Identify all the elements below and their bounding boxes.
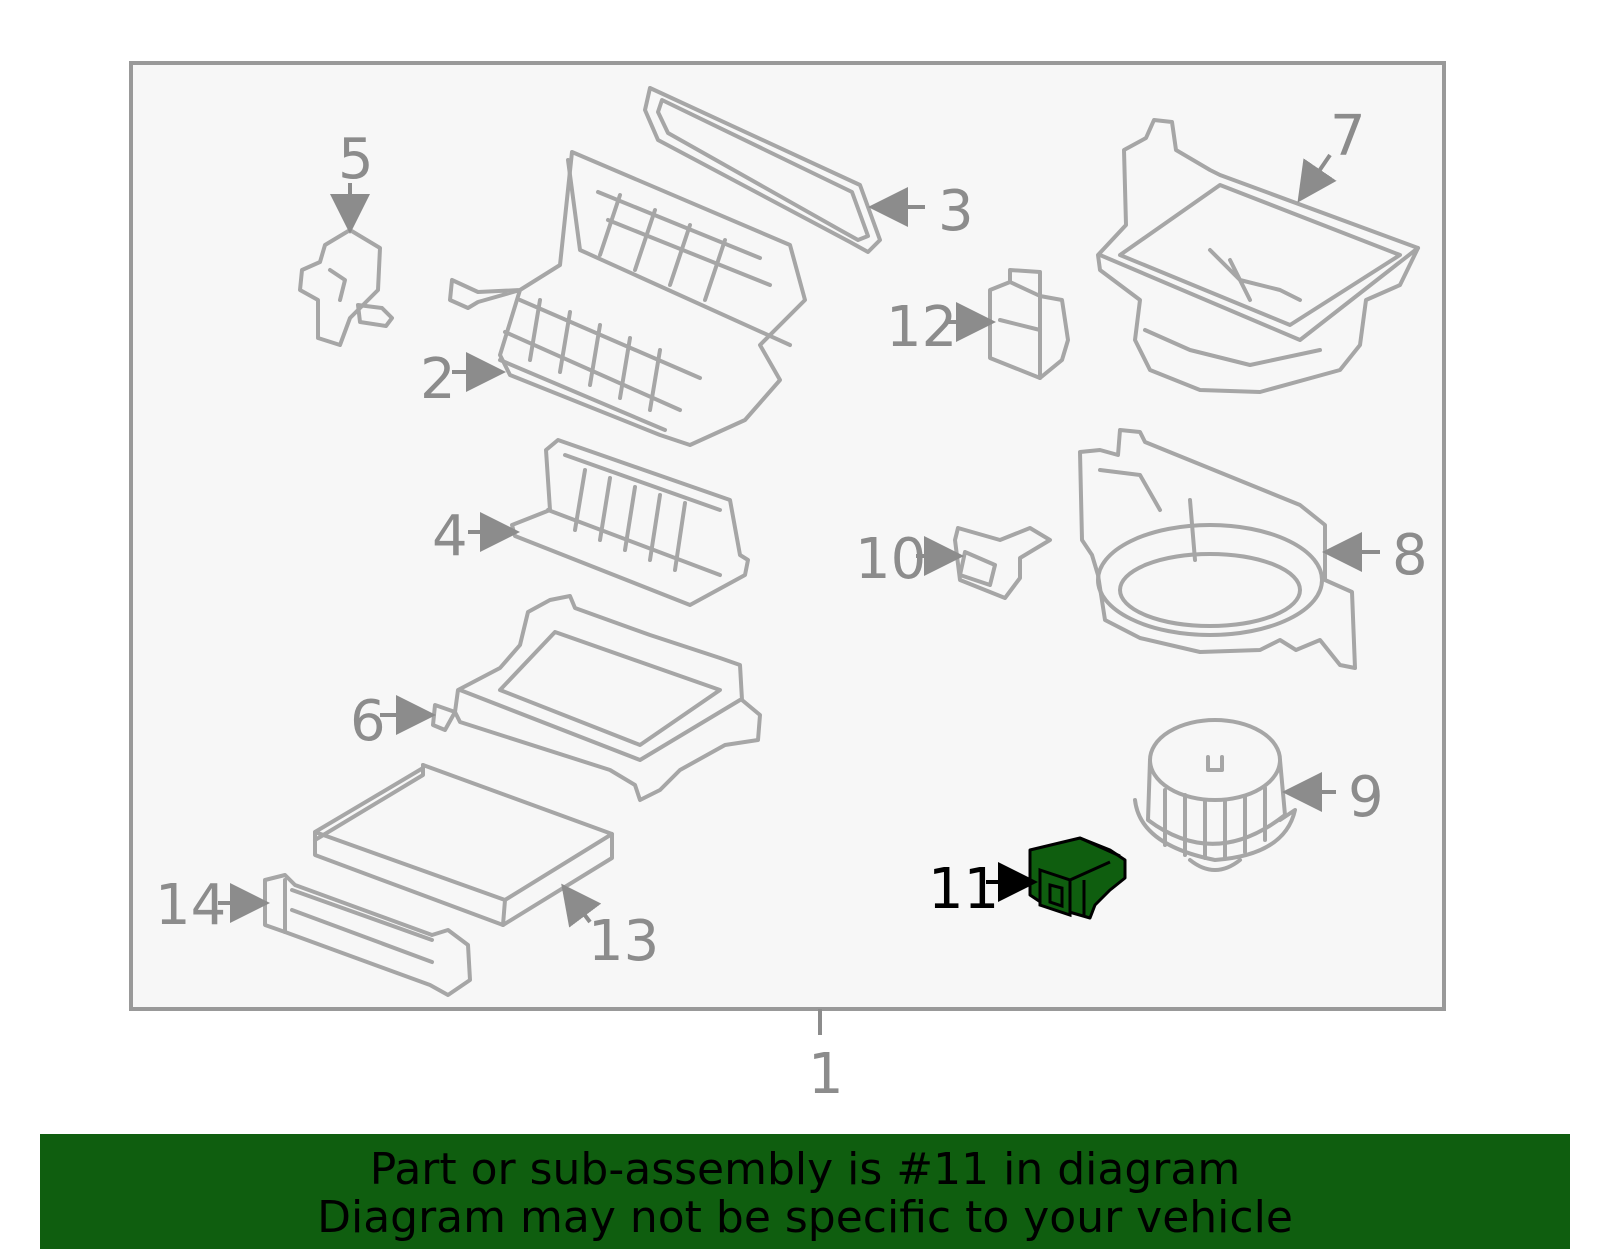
callout-2[interactable]: 2 [420,347,456,412]
part-12-actuator[interactable] [988,268,1070,380]
callout-5[interactable]: 5 [338,127,374,192]
callout-10[interactable]: 10 [855,527,926,592]
callout-4[interactable]: 4 [432,504,468,569]
callout-8[interactable]: 8 [1392,523,1428,588]
part-3-seal[interactable] [643,86,882,254]
banner-line-1: Part or sub-assembly is #11 in diagram [369,1144,1241,1195]
callout-14[interactable]: 14 [155,873,226,938]
part-5-actuator[interactable] [298,228,394,347]
callout-13[interactable]: 13 [588,909,659,974]
callout-9[interactable]: 9 [1348,765,1384,830]
part-11-blower-resistor[interactable] [1028,836,1127,920]
part-4-evaporator[interactable] [510,438,750,607]
leader-7 [1297,153,1337,203]
assembly-frame [129,61,1446,1011]
part-7-upper-case[interactable] [1096,118,1420,394]
info-banner: Part or sub-assembly is #11 in diagram D… [40,1134,1570,1249]
part-13-cabin-filter[interactable] [313,763,614,927]
part-8-lower-case[interactable] [1078,428,1357,670]
callout-11[interactable]: 11 [928,857,999,922]
leader-13 [561,883,602,928]
callout-12[interactable]: 12 [886,295,957,360]
callout-7[interactable]: 7 [1330,104,1366,169]
part-6-housing[interactable] [431,594,762,802]
callout-6[interactable]: 6 [350,689,386,754]
callout-3[interactable]: 3 [938,179,974,244]
part-14-filter-cover[interactable] [263,873,472,997]
banner-line-2: Diagram may not be specific to your vehi… [317,1192,1293,1243]
callout-1[interactable]: 1 [808,1042,844,1107]
part-9-blower-motor[interactable] [1133,718,1297,872]
